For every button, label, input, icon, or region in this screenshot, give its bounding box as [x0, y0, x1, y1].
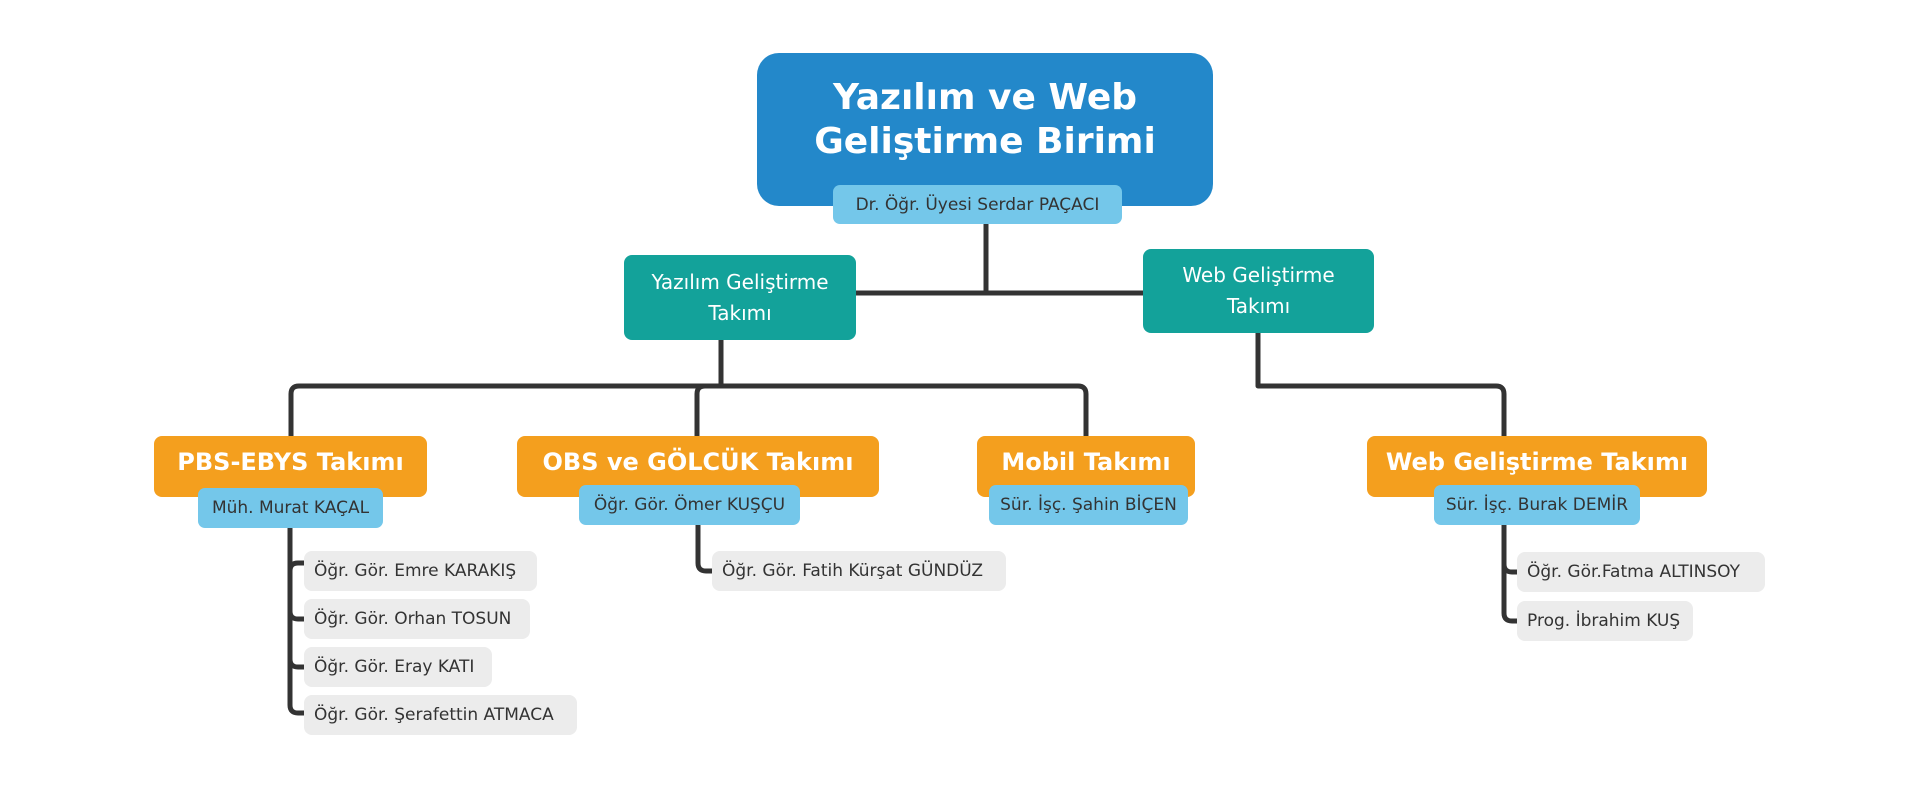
connector-web-members [1501, 525, 1517, 624]
connector-obs-drop [694, 383, 706, 436]
connector-pbs-members [287, 528, 304, 716]
member-item: Öğr. Gör. Orhan TOSUN [304, 599, 530, 639]
team-pbs-ebys-box: PBS-EBYS Takımı [154, 436, 427, 497]
member-item: Öğr. Gör. Fatih Kürşat GÜNDÜZ [712, 551, 1006, 591]
member-item: Öğr. Gör.Fatma ALTINSOY [1517, 552, 1765, 592]
connector-software-teams-bar [288, 383, 1089, 436]
department-web-line2: Takımı [1226, 294, 1291, 318]
member-item: Öğr. Gör. Eray KATI [304, 647, 492, 687]
connector-obs-members [695, 525, 712, 574]
member-item: Öğr. Gör. Şerafettin ATMACA [304, 695, 577, 735]
department-web-line1: Web Geliştirme [1182, 263, 1335, 287]
team-mobile-lead: Sür. İşç. Şahin BİÇEN [989, 485, 1188, 525]
unit-title-line1: Yazılım ve Web [832, 76, 1138, 118]
department-web-box: Web Geliştirme Takımı [1143, 249, 1374, 333]
department-software-box: Yazılım Geliştirme Takımı [624, 255, 856, 340]
department-software-line2: Takımı [708, 300, 772, 325]
team-obs-golcuk-lead: Öğr. Gör. Ömer KUŞÇU [579, 485, 800, 525]
unit-head-label: Dr. Öğr. Üyesi Serdar PAÇACI [833, 185, 1122, 224]
member-item: Prog. İbrahim KUŞ [1517, 601, 1693, 641]
unit-title-box: Yazılım ve Web Geliştirme Birimi [757, 53, 1213, 206]
team-pbs-ebys-lead: Müh. Murat KAÇAL [198, 488, 383, 528]
member-item: Öğr. Gör. Emre KARAKIŞ [304, 551, 537, 591]
team-web-lead: Sür. İşç. Burak DEMİR [1434, 485, 1640, 525]
unit-title-line2: Geliştirme Birimi [814, 120, 1156, 162]
department-software-line1: Yazılım Geliştirme [651, 269, 829, 294]
connector-web-dept-to-team [1255, 333, 1507, 436]
